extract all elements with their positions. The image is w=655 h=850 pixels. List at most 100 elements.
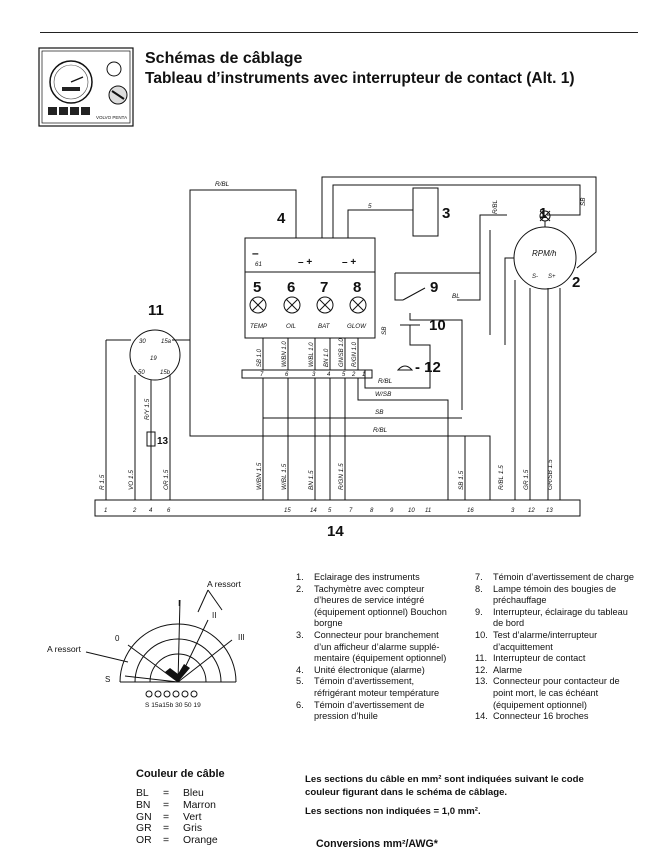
panel-marker-minus: – bbox=[252, 246, 259, 260]
vwire-ry: R/Y 1.5 bbox=[144, 398, 151, 420]
vwire-wbn: W/BN 1.5 bbox=[256, 462, 263, 490]
term-15a: 15a bbox=[161, 339, 172, 345]
pin-15: 15 bbox=[284, 508, 291, 514]
sensor-label-s-minus: S- bbox=[532, 274, 538, 280]
tachometer bbox=[513, 226, 577, 290]
connector-3 bbox=[412, 187, 439, 237]
legend-item: 8.Lampe témoin des bougies de préchauffa… bbox=[475, 583, 617, 606]
panel-marker-pair-2: – + bbox=[342, 257, 356, 268]
pin-8: 8 bbox=[370, 508, 374, 514]
color-row: GR=Gris bbox=[136, 823, 203, 835]
callout-13: 13 bbox=[157, 436, 169, 447]
legend-item: 4.Unité électronique (alarme) bbox=[296, 664, 425, 675]
legend-item: 3.Connecteur pour branchement d’un affic… bbox=[296, 629, 447, 664]
wire-label-rbl-right: R/BL bbox=[492, 199, 499, 214]
pin-9: 9 bbox=[390, 508, 394, 514]
callout-10: 10 bbox=[429, 317, 446, 334]
pin-7: 7 bbox=[349, 508, 353, 514]
lamp-label-temp: TEMP bbox=[250, 323, 268, 330]
legend-item: 11.Interrupteur de contact bbox=[475, 653, 586, 664]
term-30: 30 bbox=[139, 339, 146, 345]
key-switch-detail bbox=[85, 589, 237, 698]
callout-6: 6 bbox=[287, 279, 295, 296]
block-wire-5: GN/SB 1.0 bbox=[339, 338, 345, 367]
ignition-switch bbox=[129, 329, 181, 381]
legend-item: 13.Connecteur pour contacteur de point m… bbox=[475, 676, 620, 710]
key-terminals: S 15a15b 30 50 19 bbox=[145, 702, 201, 709]
electronic-unit bbox=[244, 237, 376, 339]
vwire-bn: BN 1.5 bbox=[308, 470, 315, 490]
legend-item: 14.Connecteur 16 broches bbox=[475, 711, 589, 722]
pin-12: 12 bbox=[528, 508, 535, 514]
wire-label-rbl-h2: R/BL bbox=[373, 427, 388, 434]
callout-9: 9 bbox=[430, 279, 438, 296]
color-row: BN=Marron bbox=[136, 799, 216, 811]
callout-5: 5 bbox=[253, 279, 261, 296]
term-50: 50 bbox=[138, 370, 145, 376]
pos-0: 0 bbox=[115, 634, 120, 643]
note-sections-3: Les sections non indiquées = 1,0 mm². bbox=[305, 806, 481, 817]
block-wire-1: SB 1.0 bbox=[257, 348, 263, 367]
vwire-r: R 1.5 bbox=[99, 474, 106, 490]
lamp-label-oil: OIL bbox=[286, 323, 297, 330]
block-wire-4: BN 1.0 bbox=[324, 348, 330, 367]
pin-10: 10 bbox=[408, 508, 415, 514]
instrument-panel-thumbnail: VOLVO PENTA bbox=[38, 47, 134, 127]
pin-11: 11 bbox=[425, 508, 431, 514]
callout-11: 11 bbox=[148, 302, 164, 319]
legend-item: 2.Tachymètre avec compteur d’heures de s… bbox=[296, 583, 447, 629]
legend-item: 9.Interrupteur, éclairage du tableau de … bbox=[475, 606, 628, 629]
wire-label-wsb-h: W/SB bbox=[375, 391, 392, 398]
pos-s: S bbox=[105, 675, 110, 684]
gauge-icon bbox=[106, 61, 122, 77]
block-pin-2: 2 bbox=[351, 372, 356, 378]
term-15b: 15b bbox=[160, 370, 171, 376]
callout-4: 4 bbox=[277, 210, 286, 227]
pos-iii: III bbox=[238, 633, 245, 642]
block-pin-7: 7 bbox=[260, 372, 264, 378]
pin-5: 5 bbox=[328, 508, 332, 514]
pos-ii: II bbox=[212, 611, 216, 620]
callout-1: 1 bbox=[539, 205, 547, 222]
callout-2: 2 bbox=[572, 274, 580, 291]
color-row: OR=Orange bbox=[136, 835, 218, 847]
note-sections-1: Les sections du câble en mm² sont indiqu… bbox=[305, 774, 584, 785]
vwire-or: OR 1.5 bbox=[163, 469, 170, 490]
legend-item: 7.Témoin d’avertissement de charge bbox=[475, 572, 634, 582]
vwire-rbl: R/BL 1.5 bbox=[498, 465, 505, 490]
callout-3: 3 bbox=[442, 205, 450, 222]
callout-12: - 12 bbox=[415, 359, 441, 376]
terminal-block bbox=[241, 369, 373, 379]
rpm-label: RPM/h bbox=[532, 249, 557, 258]
legend-item: 1.Eclairage des instruments bbox=[296, 572, 420, 582]
wire-label-sb-right: SB bbox=[580, 197, 587, 206]
block-pin-1: 1 bbox=[362, 372, 365, 378]
connector-16-pin bbox=[94, 499, 581, 517]
wire-label-top: R/BL bbox=[215, 181, 230, 188]
wire-label-bl-9: BL bbox=[452, 293, 460, 300]
color-row: GN=Vert bbox=[136, 811, 202, 823]
callout-7: 7 bbox=[320, 279, 328, 296]
pin-13: 13 bbox=[546, 508, 553, 514]
block-pin-6: 6 bbox=[285, 372, 289, 378]
key-pointer-icon bbox=[165, 664, 190, 682]
block-pin-3: 3 bbox=[312, 372, 316, 378]
spring-label-top: A ressort bbox=[207, 579, 242, 589]
legend-item: 5.Témoin d’avertissement, réfrigérant mo… bbox=[296, 676, 440, 698]
pin-3: 3 bbox=[511, 508, 515, 514]
pin-16: 16 bbox=[467, 508, 474, 514]
legend-right: 7.Témoin d’avertissement de charge 8.Lam… bbox=[475, 572, 635, 723]
pin-6: 6 bbox=[167, 508, 171, 514]
block-wire-6: R/GN 1.0 bbox=[352, 341, 358, 367]
block-pin-4: 4 bbox=[327, 372, 331, 378]
sensor-label-s-plus: S+ bbox=[548, 274, 556, 280]
block-wire-2: W/BN 1.0 bbox=[282, 341, 288, 367]
lamp-label-bat: BAT bbox=[318, 323, 331, 330]
block-pin-5: 5 bbox=[342, 372, 346, 378]
panel-marker-61: 61 bbox=[255, 261, 262, 268]
header-rule bbox=[40, 32, 638, 33]
wire-label-sb-h: SB bbox=[375, 409, 384, 416]
pos-i: I bbox=[178, 599, 180, 608]
cable-color-heading: Couleur de câble bbox=[136, 768, 225, 780]
vwire-wbl: W/BL 1.5 bbox=[281, 463, 288, 490]
